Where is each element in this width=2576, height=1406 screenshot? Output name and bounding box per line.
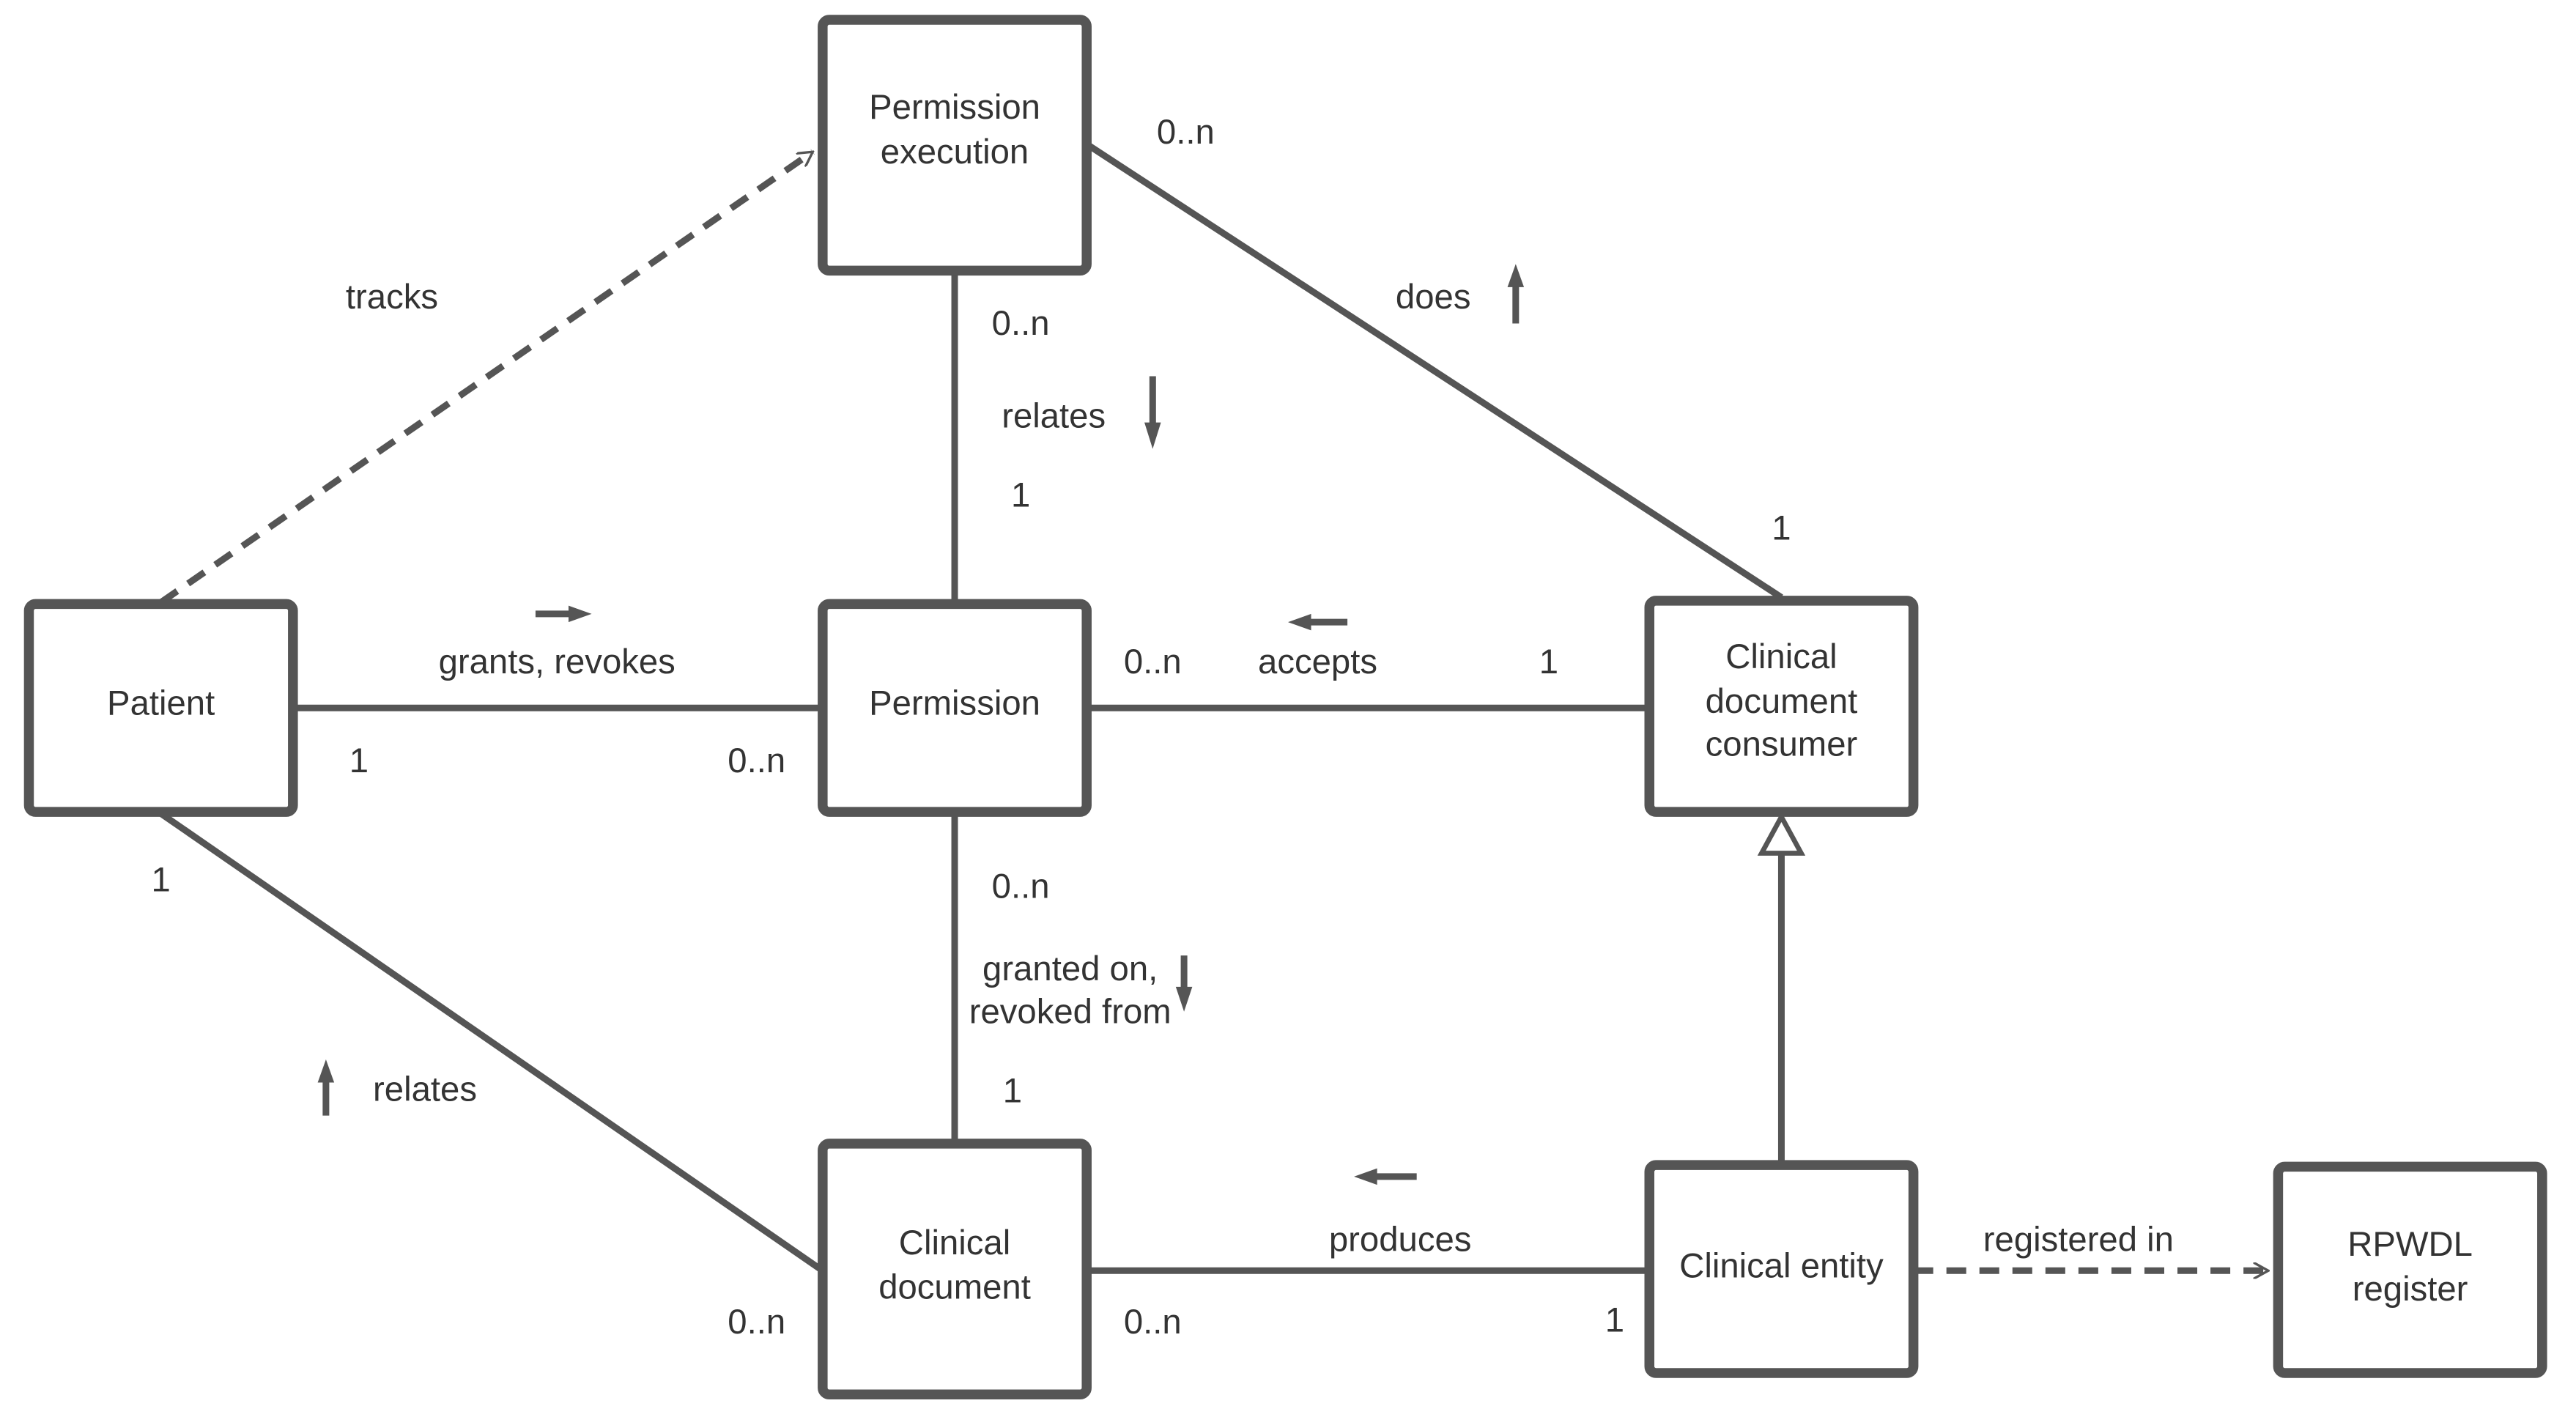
arrow-down-icon bbox=[1175, 955, 1193, 1012]
relation-label-tracks: tracks bbox=[346, 278, 438, 317]
entity-patient[interactable]: Patient bbox=[23, 599, 298, 817]
arrow-up-icon bbox=[1507, 264, 1525, 324]
multiplicity-label: 1 bbox=[349, 741, 369, 780]
entity-permission-execution[interactable]: Permission execution bbox=[818, 15, 1092, 276]
entity-label-line: Permission bbox=[869, 88, 1040, 127]
entity-label-line: document bbox=[1706, 682, 1858, 721]
arrow-left-icon bbox=[1288, 613, 1348, 631]
multiplicity-label: 1 bbox=[1605, 1301, 1624, 1340]
multiplicity-label: 1 bbox=[1539, 643, 1558, 681]
entity-label-line: Patient bbox=[107, 684, 215, 722]
entity-permission[interactable]: Permission bbox=[818, 599, 1092, 817]
entity-label-line: Permission bbox=[869, 684, 1040, 722]
multiplicity-label: 0..n bbox=[728, 1303, 785, 1342]
multiplicity-label: 1 bbox=[1003, 1072, 1022, 1111]
entity-label-line: Clinical bbox=[1725, 637, 1837, 676]
relation-label-registered-in: registered in bbox=[1983, 1220, 2174, 1259]
relation-label-does: does bbox=[1396, 278, 1471, 317]
entity-label-line: consumer bbox=[1706, 725, 1858, 764]
arrow-down-icon bbox=[1144, 376, 1161, 449]
entity-label-line: Clinical bbox=[899, 1224, 1010, 1262]
relation-label-relates-top: relates bbox=[1002, 396, 1106, 435]
entity-rpwdl-register[interactable]: RPWDL register bbox=[2273, 1161, 2547, 1378]
entity-clinical-entity[interactable]: Clinical entity bbox=[1644, 1160, 1919, 1378]
generalization-arrowhead bbox=[1757, 811, 1806, 856]
multiplicity-label: 1 bbox=[1772, 509, 1791, 548]
multiplicity-label: 1 bbox=[151, 860, 170, 899]
entity-clinical-document[interactable]: Clinical document bbox=[818, 1139, 1092, 1399]
entity-label-line: execution bbox=[881, 133, 1029, 171]
entity-label-line: RPWDL bbox=[2347, 1225, 2473, 1264]
does-association-line bbox=[1087, 142, 1783, 601]
multiplicity-label: 0..n bbox=[728, 741, 785, 780]
multiplicity-label: 0..n bbox=[1157, 113, 1215, 152]
multiplicity-label: 0..n bbox=[1124, 643, 1182, 681]
multiplicity-label: 0..n bbox=[992, 867, 1050, 906]
relation-label-accepts: accepts bbox=[1258, 643, 1377, 681]
arrow-up-icon bbox=[317, 1059, 335, 1116]
relation-label-produces: produces bbox=[1329, 1220, 1472, 1259]
multiplicity-label: 0..n bbox=[1124, 1303, 1182, 1342]
entity-label-line: document bbox=[878, 1268, 1031, 1307]
multiplicity-label: 1 bbox=[1011, 476, 1030, 514]
entity-label-line: register bbox=[2353, 1270, 2468, 1309]
arrow-right-icon bbox=[535, 605, 592, 623]
arrow-left-icon bbox=[1354, 1168, 1417, 1185]
relation-label-revoked-from: revoked from bbox=[969, 992, 1172, 1031]
relation-label-relates-bottom: relates bbox=[373, 1070, 477, 1109]
entity-clinical-document-consumer[interactable]: Clinical document consumer bbox=[1644, 596, 1919, 817]
patient-document-association-line bbox=[159, 810, 825, 1274]
entity-label-line: Clinical entity bbox=[1679, 1246, 1884, 1285]
multiplicity-label: 0..n bbox=[992, 304, 1050, 343]
relation-label-granted-on: granted on, bbox=[982, 950, 1158, 988]
relation-label-grants-revokes: grants, revokes bbox=[439, 643, 676, 681]
tracks-dependency-line bbox=[159, 149, 813, 605]
